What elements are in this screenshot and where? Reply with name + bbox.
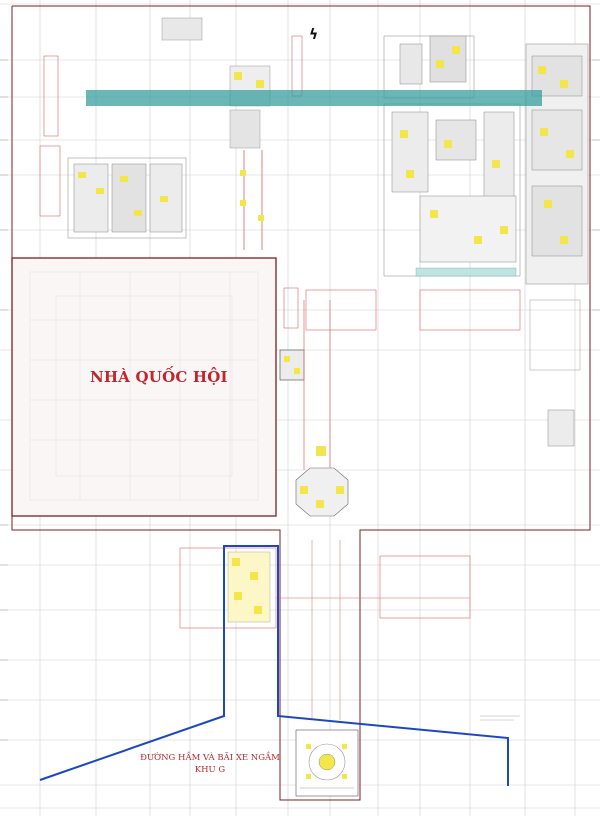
- east-complex: [305, 35, 589, 447]
- edge-ticks: [0, 59, 600, 741]
- north-arrow-icon: ϟ: [309, 27, 319, 43]
- north-west-block: [39, 17, 203, 239]
- connector-block: [279, 287, 349, 517]
- site-boundary: [11, 5, 591, 801]
- tunnel-label-line2: KHU G: [194, 765, 226, 775]
- building-label: NHÀ QUỐC HỘI: [90, 368, 228, 386]
- tunnel-label: ĐƯỜNG HẦM VÀ BÃI XE NGẦM KHU G: [130, 752, 290, 776]
- central-column-block: [229, 35, 303, 250]
- note-lines: [480, 715, 520, 721]
- parking-structure: [179, 540, 471, 720]
- parliament-building: [11, 257, 277, 517]
- highlight-band: [86, 90, 542, 106]
- tunnel-outline: [39, 545, 509, 786]
- tunnel-label-line1: ĐƯỜNG HẦM VÀ BÃI XE NGẦM: [140, 753, 280, 763]
- roundabout-detail: [295, 729, 359, 797]
